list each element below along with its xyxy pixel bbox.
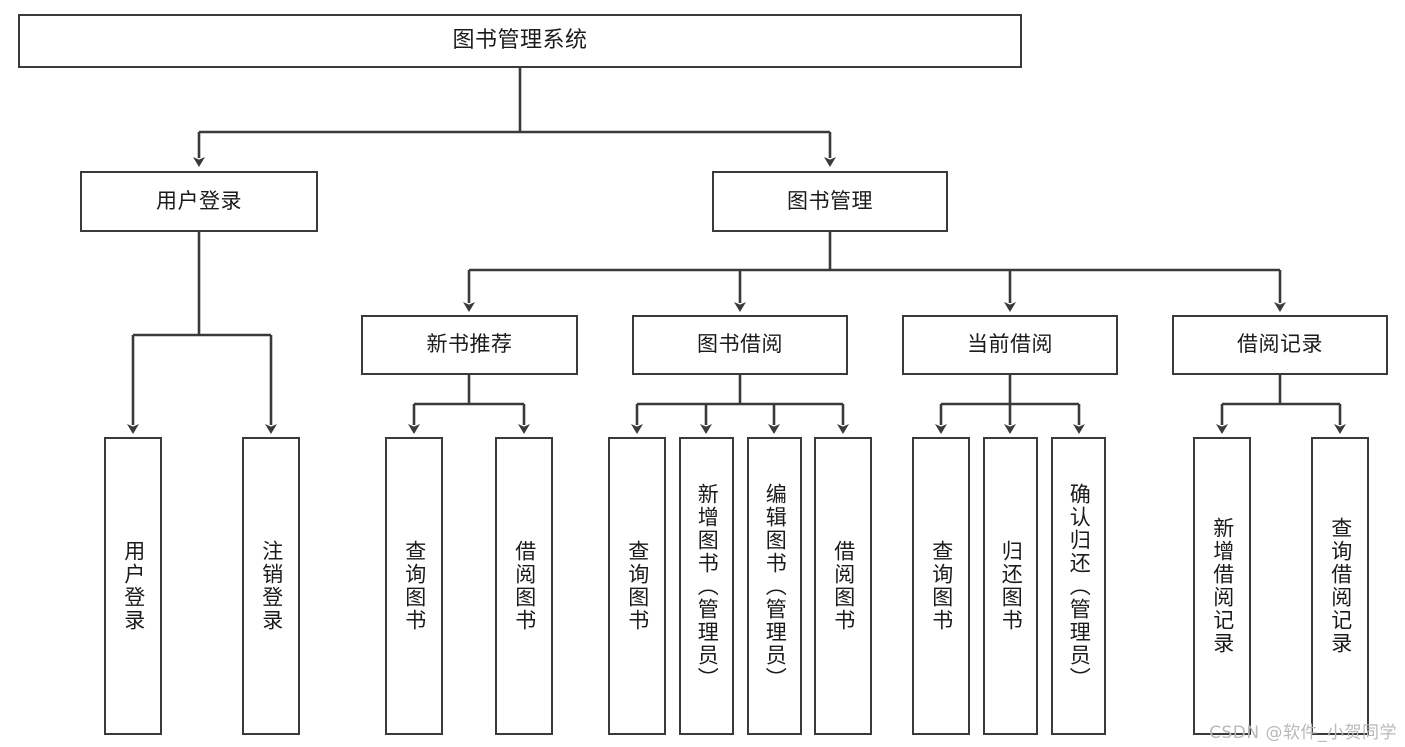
node-label: 当前借阅 bbox=[967, 332, 1053, 357]
leaf-current-query-book[interactable]: 查询图书 bbox=[912, 437, 970, 735]
node-label: 归还图书 bbox=[999, 540, 1024, 632]
node-label: 新增图书（管理员） bbox=[695, 482, 720, 690]
node-label: 借阅图书 bbox=[831, 540, 856, 632]
node-label: 查询借阅记录 bbox=[1328, 517, 1353, 655]
node-label: 图书管理 bbox=[787, 188, 873, 213]
node-label: 查询图书 bbox=[625, 540, 650, 632]
node-new-book-recommend[interactable]: 新书推荐 bbox=[361, 315, 578, 375]
node-label: 借阅图书 bbox=[512, 540, 537, 632]
node-book-management[interactable]: 图书管理 bbox=[712, 171, 948, 232]
node-label: 图书借阅 bbox=[697, 332, 783, 357]
node-label: 图书管理系统 bbox=[452, 27, 588, 53]
leaf-user-login[interactable]: 用户登录 bbox=[104, 437, 162, 735]
leaf-records-add-record[interactable]: 新增借阅记录 bbox=[1193, 437, 1251, 735]
leaf-borrow-query-book[interactable]: 查询图书 bbox=[608, 437, 666, 735]
leaf-borrow-add-book-admin[interactable]: 新增图书（管理员） bbox=[679, 437, 734, 735]
leaf-current-return-book[interactable]: 归还图书 bbox=[983, 437, 1038, 735]
node-label: 新书推荐 bbox=[426, 332, 513, 357]
node-user-login[interactable]: 用户登录 bbox=[80, 171, 318, 232]
leaf-recommend-borrow-book[interactable]: 借阅图书 bbox=[495, 437, 553, 735]
node-label: 编辑图书（管理员） bbox=[763, 482, 788, 690]
leaf-current-confirm-return-admin[interactable]: 确认归还（管理员） bbox=[1051, 437, 1106, 735]
leaf-recommend-query-book[interactable]: 查询图书 bbox=[385, 437, 443, 735]
node-label: 借阅记录 bbox=[1237, 332, 1323, 357]
leaf-user-logout[interactable]: 注销登录 bbox=[242, 437, 300, 735]
node-label: 查询图书 bbox=[929, 540, 954, 632]
node-label: 确认归还（管理员） bbox=[1067, 482, 1092, 690]
leaf-borrow-edit-book-admin[interactable]: 编辑图书（管理员） bbox=[747, 437, 802, 735]
node-label: 用户登录 bbox=[121, 540, 146, 632]
node-root-book-management-system[interactable]: 图书管理系统 bbox=[18, 14, 1022, 68]
node-current-borrow[interactable]: 当前借阅 bbox=[902, 315, 1118, 375]
csdn-watermark: CSDN @软件_小贺同学 bbox=[1209, 723, 1397, 743]
node-label: 查询图书 bbox=[402, 540, 427, 632]
leaf-records-query-record[interactable]: 查询借阅记录 bbox=[1311, 437, 1369, 735]
node-label: 用户登录 bbox=[156, 188, 242, 213]
leaf-borrow-borrow-book[interactable]: 借阅图书 bbox=[814, 437, 872, 735]
node-label: 新增借阅记录 bbox=[1210, 517, 1235, 655]
node-book-borrow[interactable]: 图书借阅 bbox=[632, 315, 848, 375]
node-borrow-records[interactable]: 借阅记录 bbox=[1172, 315, 1388, 375]
node-label: 注销登录 bbox=[259, 540, 284, 632]
